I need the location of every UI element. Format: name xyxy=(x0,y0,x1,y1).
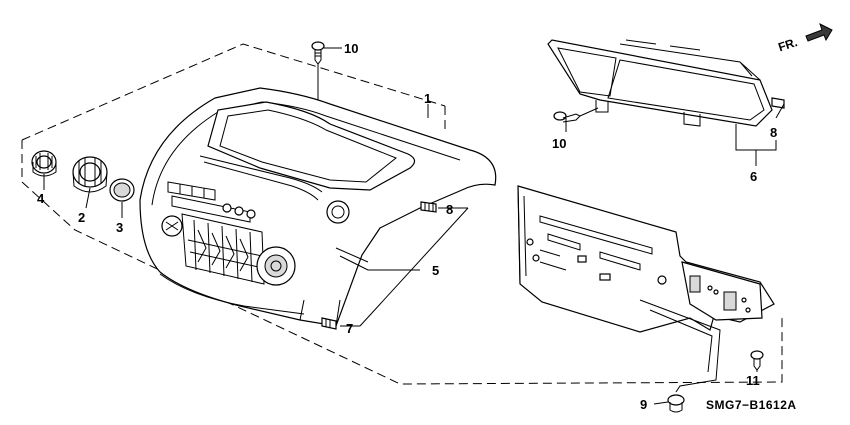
callout-3: 3 xyxy=(116,220,123,235)
knob-small[interactable] xyxy=(31,150,57,177)
knob-large[interactable] xyxy=(72,156,108,193)
screw-part-10-top[interactable] xyxy=(311,41,325,100)
front-direction-arrow-icon xyxy=(805,23,833,42)
callout-11: 11 xyxy=(746,373,760,388)
bolt-part-9[interactable] xyxy=(667,394,685,413)
assembly-boundary xyxy=(21,43,783,385)
callout-5: 5 xyxy=(432,263,439,278)
audio-unit[interactable] xyxy=(517,185,775,393)
center-panel[interactable] xyxy=(139,87,497,327)
callout-6: 6 xyxy=(750,169,757,184)
display-unit[interactable] xyxy=(547,39,785,127)
leader-lines xyxy=(43,47,785,405)
callout-10-right: 10 xyxy=(552,136,566,151)
callout-10-top: 10 xyxy=(344,41,358,56)
diagram-code: SMG7−B1612A xyxy=(706,398,797,412)
clip-part-8-panel[interactable] xyxy=(420,201,437,213)
callout-9: 9 xyxy=(640,397,647,412)
panel-bracket xyxy=(335,247,369,271)
callout-8-display: 8 xyxy=(770,125,777,140)
knob-cap[interactable] xyxy=(109,178,135,202)
screw-part-10-right[interactable] xyxy=(553,107,599,123)
callout-1: 1 xyxy=(424,91,431,106)
callout-4: 4 xyxy=(37,191,45,206)
front-direction-label: FR. xyxy=(776,35,799,54)
callout-2: 2 xyxy=(78,210,85,225)
callout-8-panel: 8 xyxy=(446,202,453,217)
clip-part-7[interactable] xyxy=(321,317,337,330)
callout-7: 7 xyxy=(346,321,353,336)
screw-part-11[interactable] xyxy=(750,350,764,371)
